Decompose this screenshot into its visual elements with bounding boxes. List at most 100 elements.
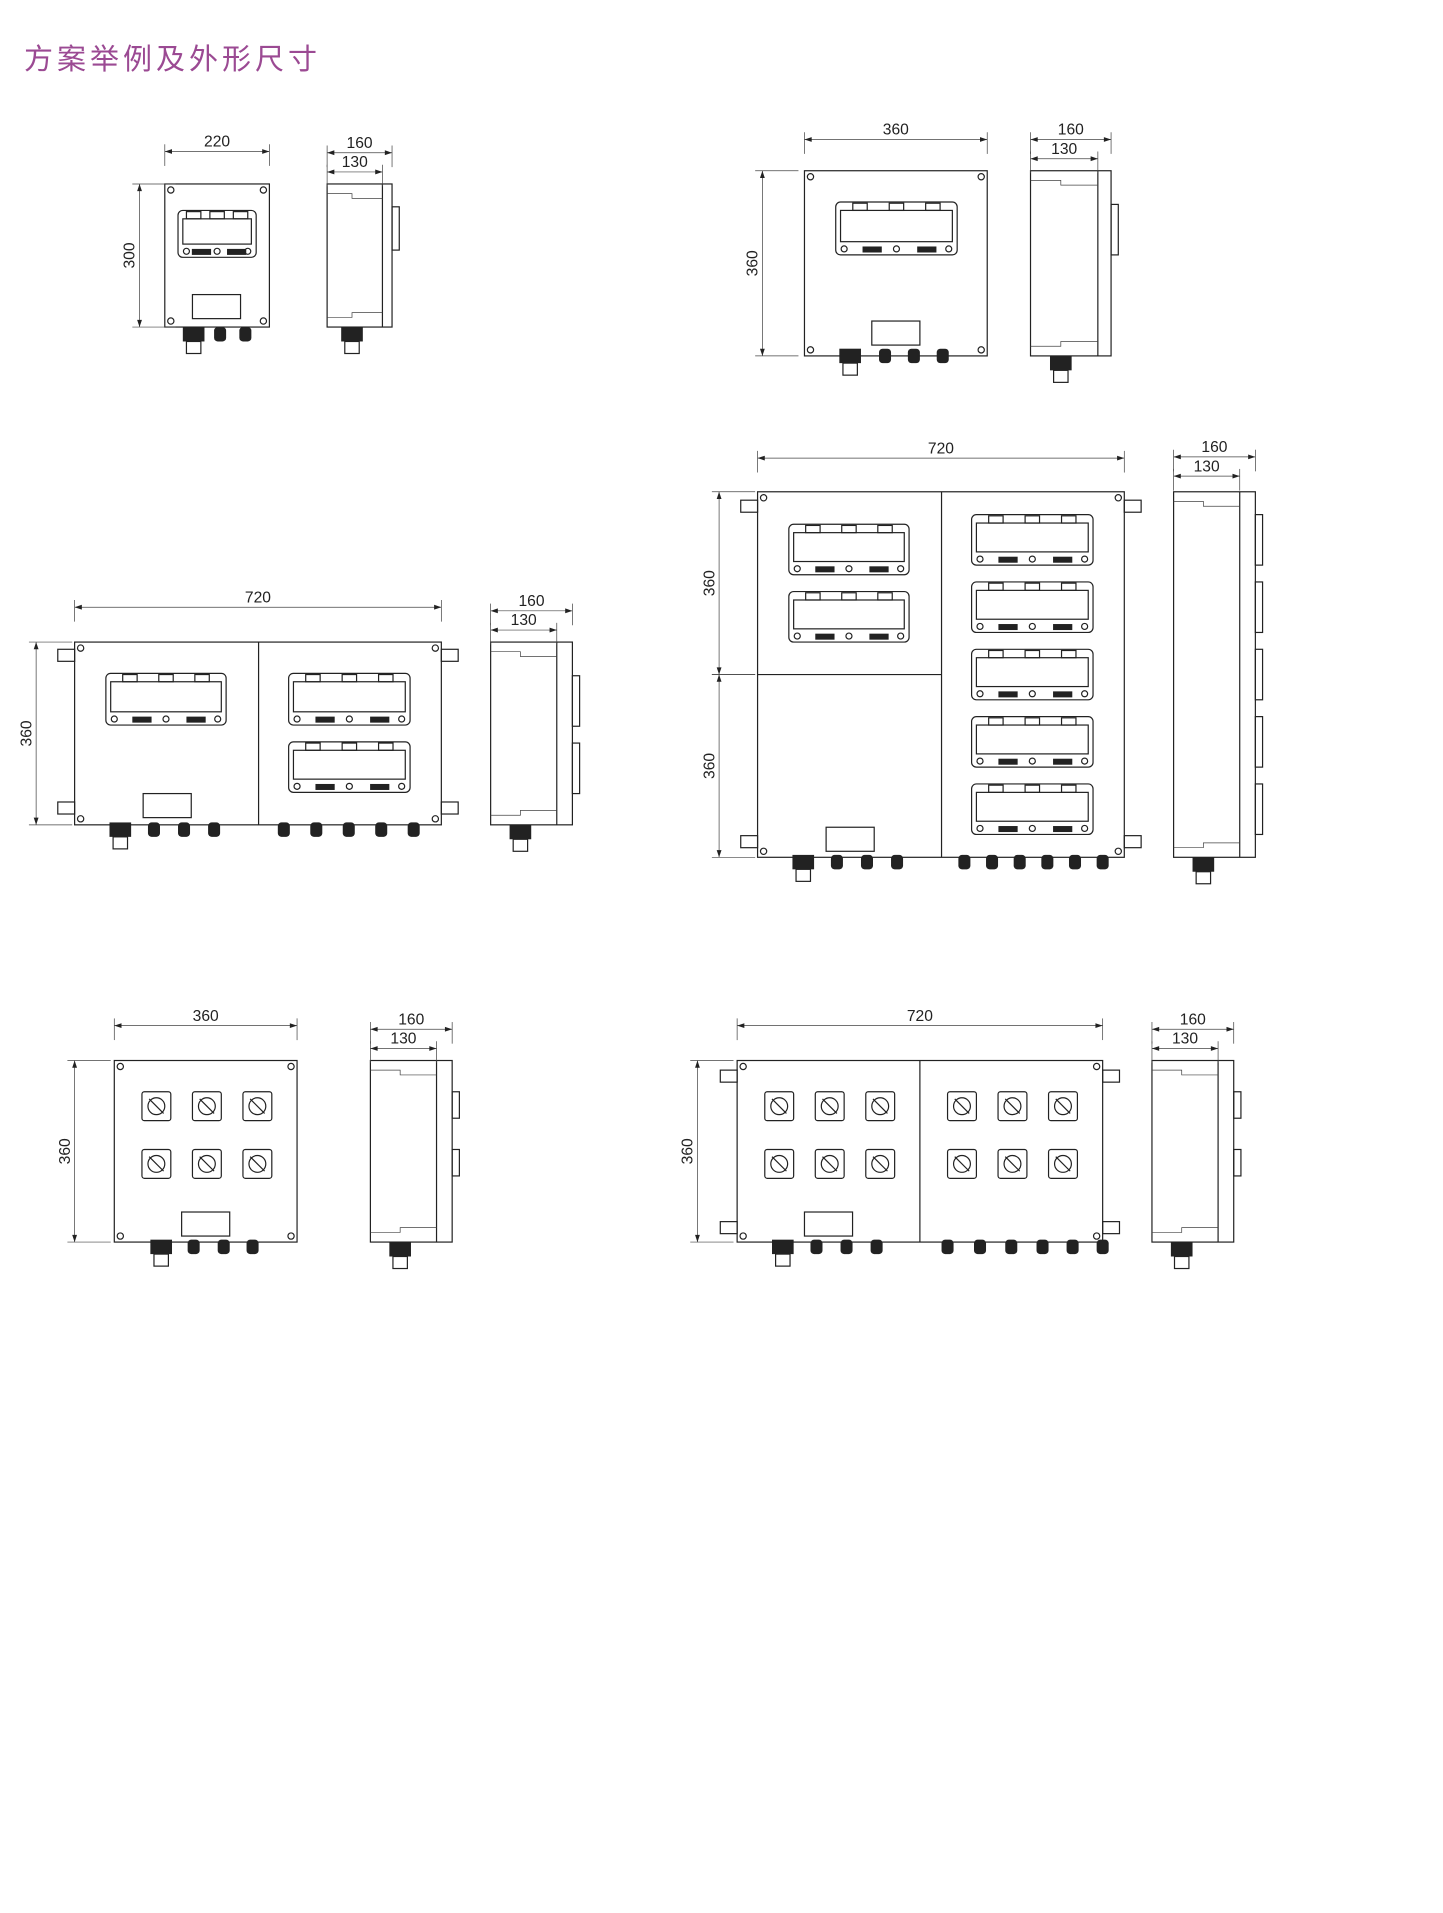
dimension-label: 160 — [347, 135, 373, 152]
side-view-outline — [490, 641, 574, 826]
rotary-switch — [865, 1091, 896, 1122]
switch-handle-icon — [822, 1098, 838, 1114]
screw-hole-icon — [259, 186, 268, 194]
dimension-label: 220 — [204, 134, 230, 151]
cable-gland-icon — [342, 822, 355, 837]
latch-icon — [998, 691, 1018, 698]
screw-icon — [840, 245, 848, 253]
latch-icon — [998, 624, 1018, 631]
rotary-switch — [814, 1148, 845, 1179]
mounting-ear — [57, 801, 76, 815]
dimension-label: 720 — [245, 589, 271, 606]
enclosure-outline — [74, 641, 442, 826]
hinge-icon — [305, 673, 321, 683]
dimension-label: 160 — [1201, 439, 1227, 456]
rotary-switch — [814, 1091, 845, 1122]
side-handle — [1233, 1091, 1242, 1119]
screw-icon — [214, 715, 222, 723]
switch-knob-icon — [147, 1097, 166, 1116]
switch-knob-icon — [197, 1097, 216, 1116]
hinge-icon — [877, 592, 893, 601]
screw-icon — [897, 632, 905, 640]
switch-knob-icon — [1003, 1154, 1022, 1173]
latch-icon — [869, 566, 889, 573]
rotary-switch — [191, 1091, 222, 1122]
nameplate — [142, 792, 192, 819]
switch-handle-icon — [954, 1098, 970, 1114]
window-glass — [975, 522, 1089, 553]
hinge-icon — [377, 742, 394, 751]
arrow-icon — [549, 627, 557, 633]
dimension-label: 300 — [122, 242, 139, 268]
rotary-switch — [997, 1091, 1028, 1122]
dimension-label: 130 — [390, 1031, 416, 1048]
screw-hole-icon — [1092, 1232, 1101, 1240]
latch-icon — [227, 248, 247, 255]
switch-knob-icon — [952, 1097, 971, 1116]
dimension-label: 360 — [745, 250, 762, 276]
latch-icon — [998, 556, 1018, 563]
cable-gland-icon — [1005, 1239, 1018, 1255]
screw-icon — [1081, 757, 1089, 765]
window-glass — [975, 657, 1089, 688]
viewing-window — [788, 523, 910, 576]
switch-handle-icon — [249, 1156, 266, 1172]
arrow-icon — [375, 169, 383, 175]
screw-icon — [1081, 824, 1089, 833]
screw-icon — [345, 715, 353, 723]
dimension-label: 360 — [18, 720, 35, 746]
flange-line — [1173, 501, 1240, 849]
latch-icon — [315, 783, 335, 790]
screw-icon — [293, 782, 301, 790]
hinge-icon — [122, 673, 138, 683]
dimension-label: 360 — [57, 1138, 74, 1164]
arrow-icon — [1095, 1023, 1103, 1029]
cable-gland-icon — [246, 1239, 259, 1255]
window-glass — [182, 218, 252, 245]
side-handle — [1254, 716, 1264, 768]
cable-gland-icon — [870, 1239, 883, 1255]
arrow-icon — [33, 642, 39, 650]
screw-hole-icon — [1114, 494, 1123, 502]
cable-gland-icon — [375, 822, 388, 837]
cable-gland-icon — [185, 340, 202, 355]
arrow-icon — [1173, 454, 1181, 460]
enclosure-outline — [164, 183, 271, 328]
screw-hole-icon — [76, 815, 85, 823]
screw-hole-icon — [1114, 847, 1123, 856]
cable-gland-icon — [153, 1253, 170, 1267]
arrow-icon — [1030, 156, 1038, 162]
cable-gland-icon — [344, 340, 360, 355]
side-handle — [1254, 648, 1264, 701]
side-handle — [1233, 1148, 1242, 1177]
screw-icon — [1081, 690, 1089, 698]
switch-handle-icon — [1055, 1098, 1071, 1114]
screw-icon — [1081, 622, 1089, 631]
screw-icon — [793, 632, 801, 640]
arrow-icon — [695, 1060, 700, 1068]
screw-hole-icon — [116, 1062, 125, 1071]
viewing-window — [970, 716, 1094, 768]
cable-gland-icon — [112, 836, 129, 850]
cable-gland-icon — [772, 1239, 794, 1255]
latch-icon — [315, 716, 335, 723]
side-view-outline — [1172, 491, 1256, 858]
viewing-window — [835, 201, 958, 256]
screw-icon — [182, 247, 191, 255]
viewing-window — [788, 590, 910, 643]
switch-handle-icon — [249, 1098, 266, 1114]
latch-icon — [862, 246, 882, 253]
rotary-switch — [764, 1091, 795, 1122]
screw-icon — [1081, 555, 1089, 563]
dimension-label: 130 — [1051, 141, 1077, 158]
screw-icon — [1028, 555, 1036, 563]
hinge-icon — [232, 211, 249, 220]
rotary-switch — [191, 1148, 222, 1179]
screw-hole-icon — [287, 1232, 295, 1240]
viewing-window — [288, 672, 411, 726]
viewing-window — [105, 672, 227, 726]
screw-icon — [793, 565, 801, 573]
